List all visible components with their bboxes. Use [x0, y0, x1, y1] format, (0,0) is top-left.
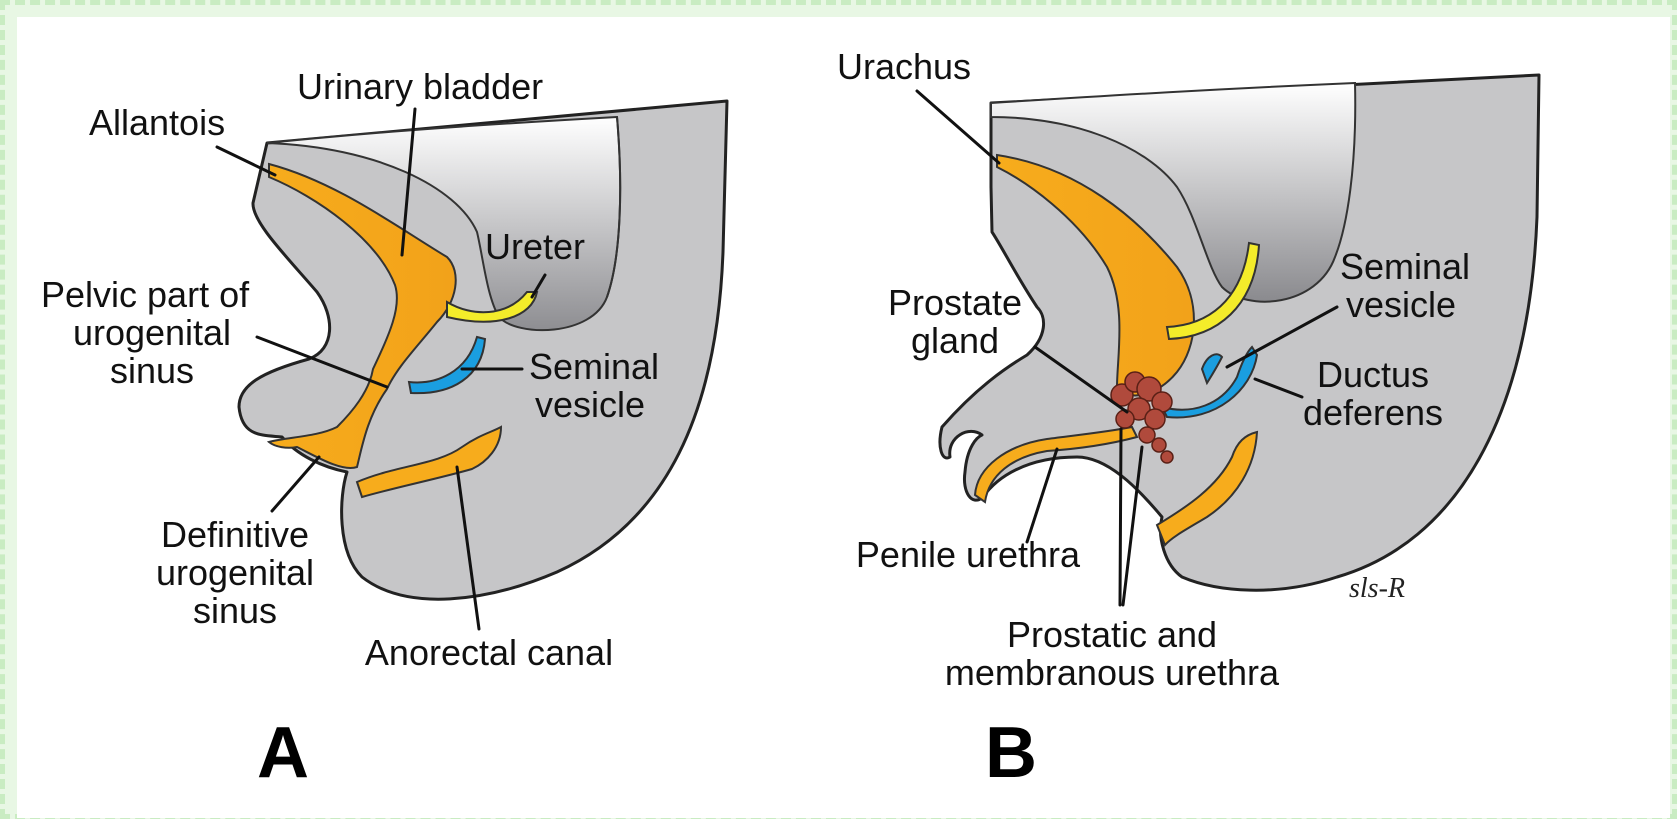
label-allantois: Allantois: [89, 102, 225, 143]
label-pelvic-part-2: urogenital: [73, 312, 231, 353]
leader-definitive: [272, 457, 319, 511]
label-prostate-gland-1: Prostate: [888, 282, 1022, 323]
label-prostatic-1: Prostatic and: [1007, 614, 1217, 655]
label-pelvic-part-1: Pelvic part of: [41, 274, 250, 315]
label-definitive-2: urogenital: [156, 552, 314, 593]
label-definitive-1: Definitive: [161, 514, 309, 555]
label-seminal-vesicle-a-1: Seminal: [529, 346, 659, 387]
label-prostate-gland-2: gland: [911, 320, 999, 361]
label-pelvic-part-3: sinus: [110, 350, 194, 391]
panel-letter-b: B: [985, 713, 1037, 793]
leader-prostatic-1: [1120, 429, 1121, 605]
panel-a: Urinary bladder Allantois Ureter Pelvic …: [41, 66, 727, 793]
label-prostatic-2: membranous urethra: [945, 652, 1280, 693]
panel-b: Urachus Seminal vesicle Prostate gland D…: [837, 46, 1539, 793]
artist-signature: sls-R: [1349, 573, 1405, 604]
label-seminal-vesicle-b-2: vesicle: [1346, 284, 1456, 325]
diagram-panel: Urinary bladder Allantois Ureter Pelvic …: [17, 17, 1670, 818]
label-ductus-deferens-1: Ductus: [1317, 354, 1429, 395]
label-seminal-vesicle-a-2: vesicle: [535, 384, 645, 425]
label-seminal-vesicle-b-1: Seminal: [1340, 246, 1470, 287]
label-anorectal-canal: Anorectal canal: [365, 632, 613, 673]
label-penile-urethra: Penile urethra: [856, 534, 1081, 575]
panel-letter-a: A: [257, 713, 309, 793]
label-definitive-3: sinus: [193, 590, 277, 631]
label-ureter: Ureter: [485, 226, 585, 267]
leader-urachus: [917, 91, 999, 163]
embryology-diagram: Urinary bladder Allantois Ureter Pelvic …: [17, 17, 1670, 818]
label-urinary-bladder: Urinary bladder: [297, 66, 543, 107]
label-urachus: Urachus: [837, 46, 971, 87]
label-ductus-deferens-2: deferens: [1303, 392, 1443, 433]
